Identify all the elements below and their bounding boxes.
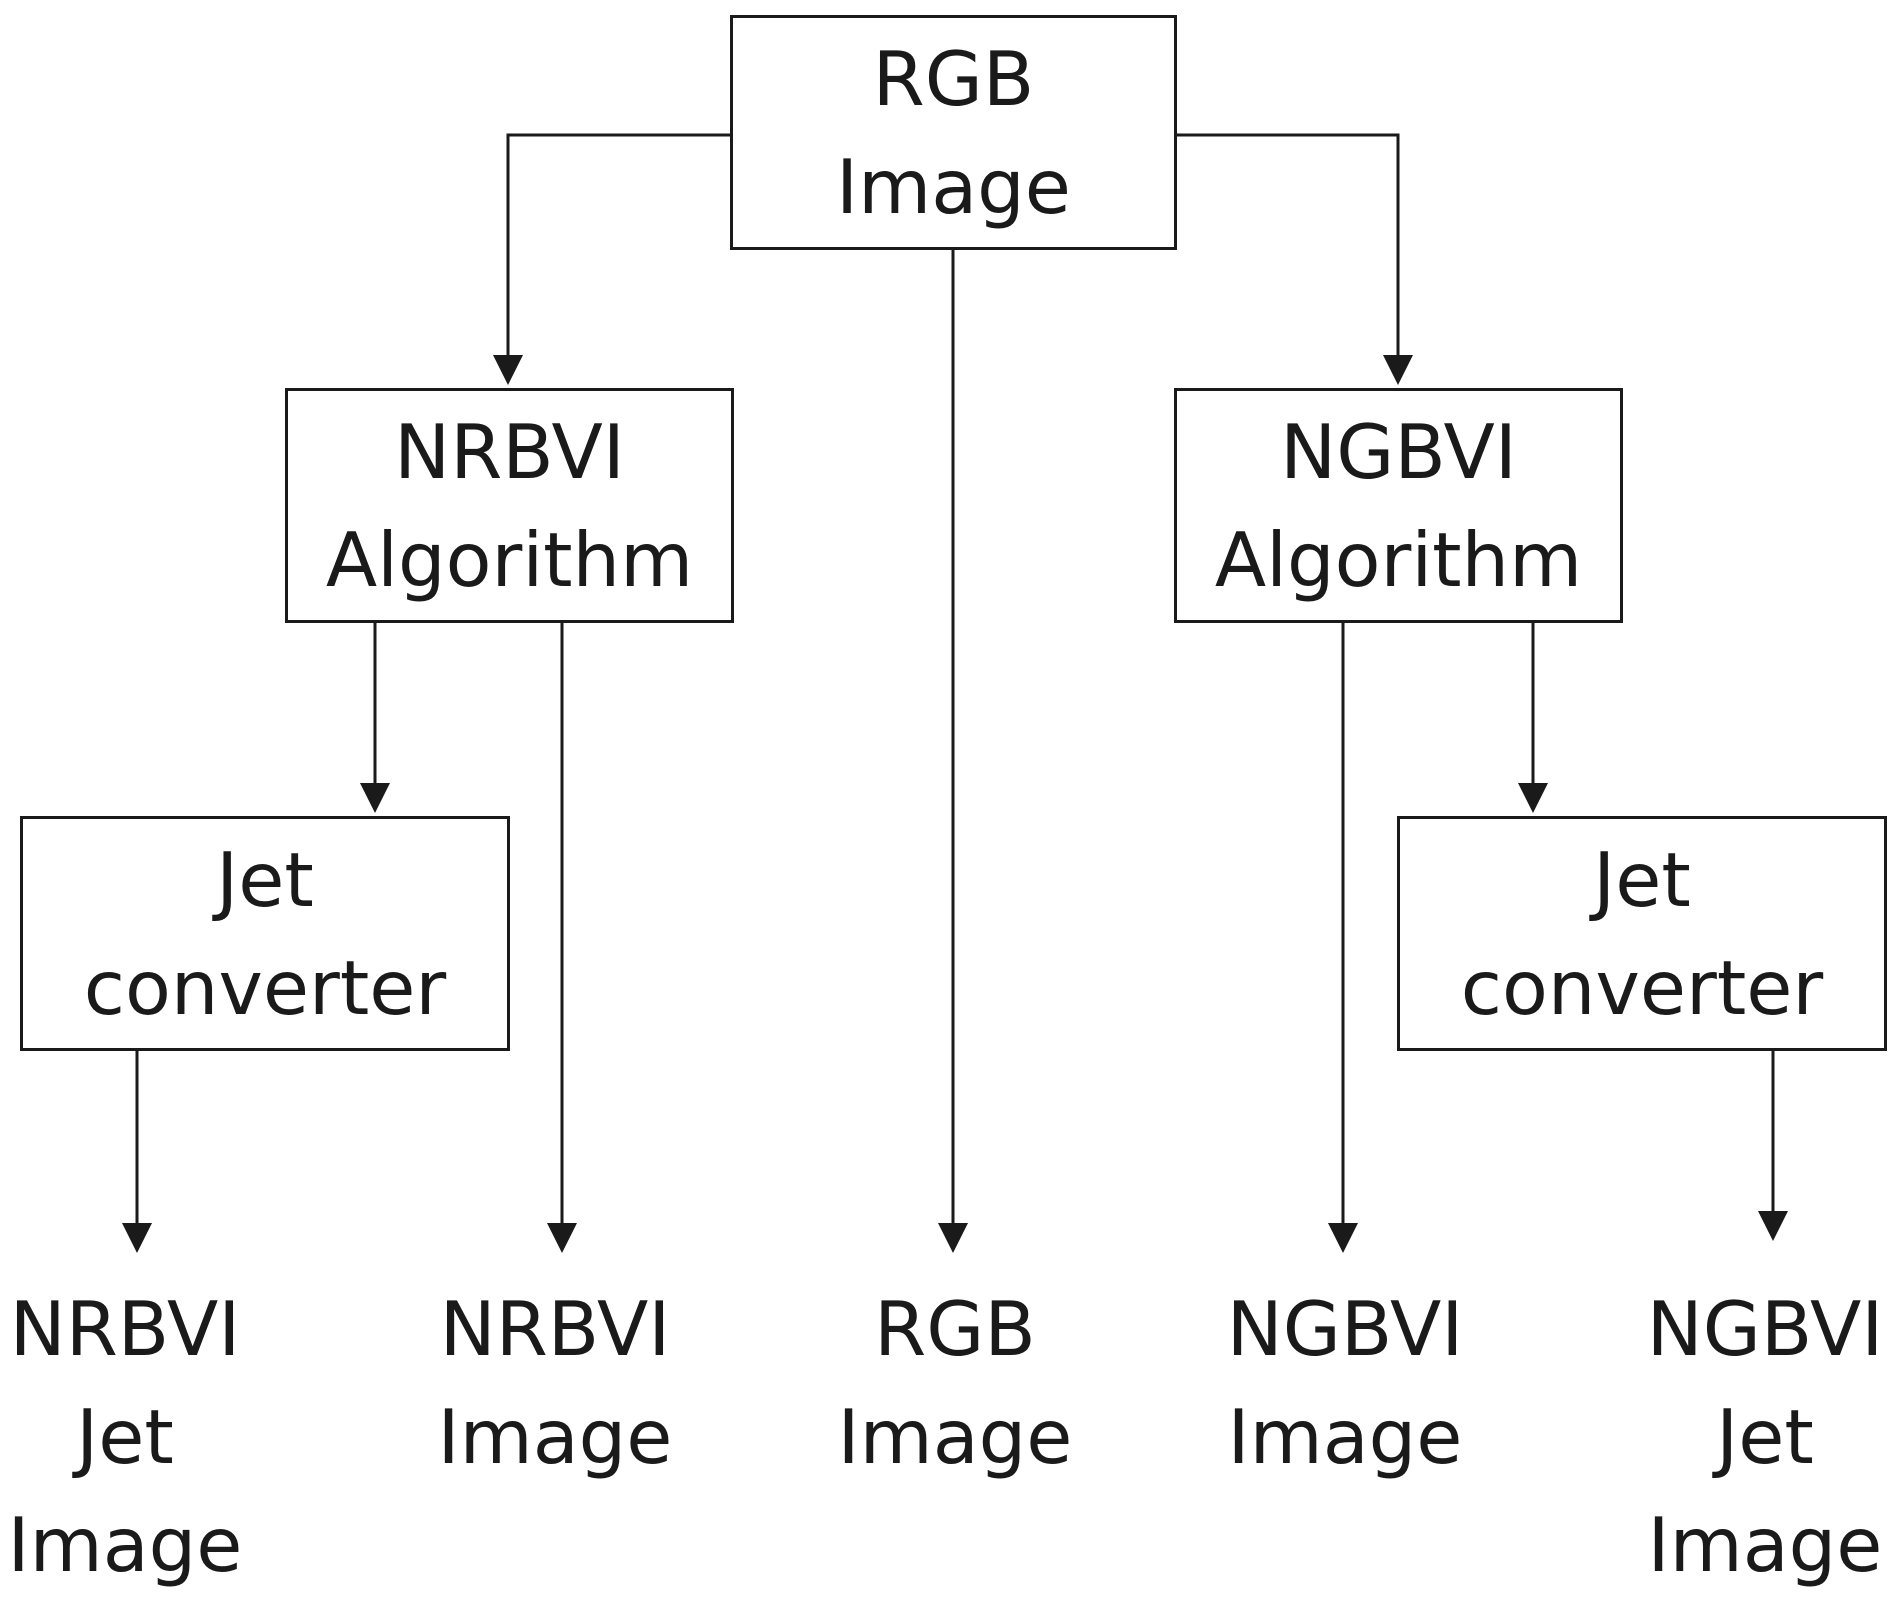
box-label-line: converter xyxy=(83,943,447,1032)
arrow-rgb-to-ngbvi xyxy=(1175,133,1413,385)
output-label-line: Jet xyxy=(76,1393,174,1481)
output-label-line: Image xyxy=(1647,1501,1883,1589)
output-label-line: Image xyxy=(837,1393,1073,1481)
rgb-image-input-box: RGB Image xyxy=(730,15,1177,250)
arrow-rgb-to-nrbvi xyxy=(493,133,730,385)
box-label-line: Jet xyxy=(216,835,314,924)
ngbvi-algorithm-box: NGBVI Algorithm xyxy=(1174,388,1623,623)
box-label-line: Jet xyxy=(1593,835,1691,924)
output-label-line: NGBVI xyxy=(1226,1285,1464,1373)
output-nrbvi-jet-image: NRBVI Jet Image xyxy=(0,1275,250,1599)
output-label-line: RGB xyxy=(874,1285,1036,1373)
output-label-line: NRBVI xyxy=(439,1285,671,1373)
output-ngbvi-jet-image: NGBVI Jet Image xyxy=(1640,1275,1890,1599)
output-rgb-image: RGB Image xyxy=(830,1275,1080,1491)
box-label-line: RGB xyxy=(872,34,1035,123)
output-label-line: NGBVI xyxy=(1646,1285,1884,1373)
output-nrbvi-image: NRBVI Image xyxy=(425,1275,685,1491)
jet-converter-right-box: Jet converter xyxy=(1397,816,1887,1051)
output-label-line: Image xyxy=(437,1393,673,1481)
box-label-line: Algorithm xyxy=(325,515,694,604)
box-label-line: converter xyxy=(1460,943,1824,1032)
box-label-line: NRBVI xyxy=(394,407,625,496)
box-label-line: Image xyxy=(836,142,1071,231)
output-ngbvi-image: NGBVI Image xyxy=(1215,1275,1475,1491)
box-label-line: Algorithm xyxy=(1214,515,1583,604)
jet-converter-left-box: Jet converter xyxy=(20,816,510,1051)
nrbvi-algorithm-box: NRBVI Algorithm xyxy=(285,388,734,623)
output-label-line: NRBVI xyxy=(9,1285,241,1373)
box-label-line: NGBVI xyxy=(1280,407,1517,496)
output-label-line: Image xyxy=(1227,1393,1463,1481)
output-label-line: Image xyxy=(7,1501,243,1589)
output-label-line: Jet xyxy=(1716,1393,1814,1481)
